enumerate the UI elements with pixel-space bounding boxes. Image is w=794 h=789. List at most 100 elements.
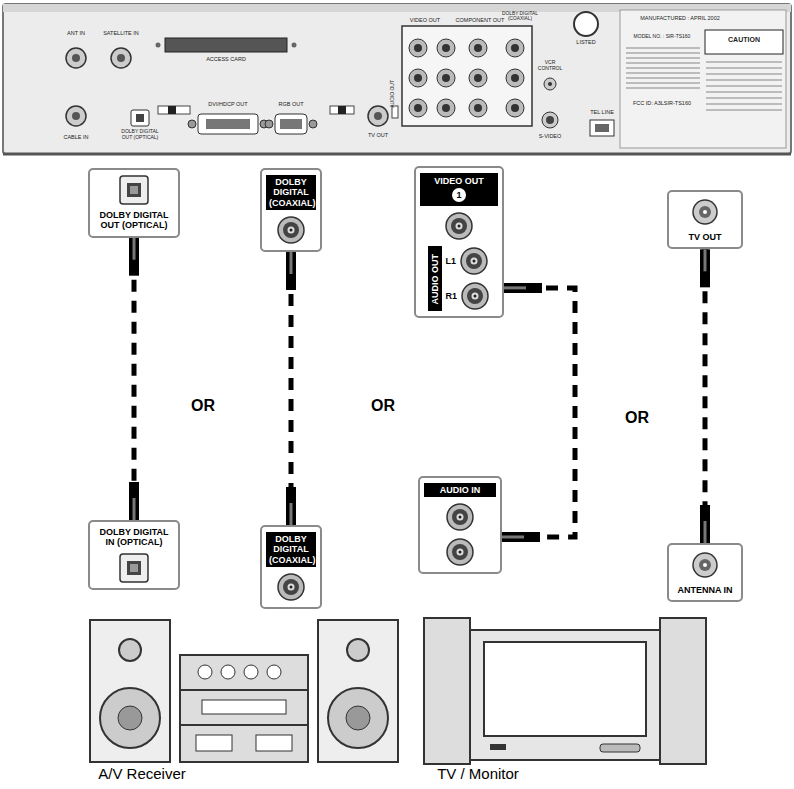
av-receiver [119, 639, 141, 661]
access-card-slot [292, 43, 297, 48]
connector-panel: AUDIO IN [418, 476, 502, 574]
s-video-jack [542, 112, 558, 128]
or-label: OR [625, 409, 649, 427]
connector-label: TV OUT [689, 232, 722, 242]
av-receiver [267, 665, 281, 679]
connector-label: L1 [445, 256, 456, 266]
panel-label: COMPONENT OUT [456, 17, 505, 23]
panel-label: DOLBY DIGITAL OUT (OPTICAL) [121, 129, 159, 140]
optical-jack [119, 175, 149, 205]
device-caption: TV / Monitor [437, 766, 519, 783]
or-label: OR [371, 397, 395, 415]
f-jack-part [693, 553, 717, 577]
panel-label: CABLE IN [63, 134, 88, 140]
rca-jack-part [457, 514, 464, 521]
f-connector [368, 106, 388, 126]
cable-plug [129, 238, 139, 276]
rca-jack-block [511, 104, 519, 112]
tv-monitor [424, 618, 706, 764]
cable-plug-highlight [133, 498, 136, 520]
resolution-switch [330, 106, 354, 114]
rating-plate [626, 67, 700, 69]
rca-jack [276, 215, 306, 245]
rca-jack-block [409, 39, 427, 57]
rating-plate [706, 67, 782, 69]
cable-plug-highlight [704, 249, 707, 271]
rca-jack-block [437, 69, 455, 87]
cable-plug-highlight [290, 503, 293, 525]
rating-plate [626, 52, 700, 54]
cable-plug-highlight [704, 521, 707, 543]
panel-label: VIDEO OUT [410, 17, 440, 23]
rca-jack-block [437, 99, 455, 117]
cable-plug [129, 482, 139, 520]
or-label: OR [191, 397, 215, 415]
audio-jacks: L1R1 [445, 246, 490, 311]
rgb-port [280, 119, 302, 129]
rca-jack-block [506, 39, 524, 57]
connector-label: DOLBY DIGITAL (COAXIAL) [266, 175, 316, 210]
connector-label: ANTENNA IN [677, 585, 732, 595]
audio-out-group: AUDIO OUTL1R1 [428, 246, 490, 311]
f-jack-part [699, 559, 711, 571]
vcr-control-jack [548, 82, 552, 86]
tv-monitor [600, 744, 640, 752]
connector-label: R1 [445, 291, 457, 301]
rca-jack-block [409, 99, 427, 117]
panel-label: DOLBY DIGITAL (COAXIAL) [502, 11, 538, 22]
rca-jack-part [278, 574, 304, 600]
rca-jack-block [511, 74, 519, 82]
panel-label: MODEL NO. : SIR-TS160 [634, 34, 691, 40]
rca-jack-part [452, 509, 468, 525]
av-receiver [244, 665, 258, 679]
ul-mark [574, 12, 598, 36]
panel-label: RGB OUT [278, 101, 303, 107]
rca-jack-part [446, 213, 472, 239]
rca-jack-part [467, 288, 483, 304]
s-video-jack [542, 112, 558, 128]
rca-jack-part [459, 516, 462, 519]
rca-jack-block [442, 44, 450, 52]
av-receiver [196, 735, 232, 751]
dvi-port [198, 114, 258, 134]
rca-jack-part [456, 223, 463, 230]
rating-plate [706, 103, 782, 105]
rca-jack [459, 246, 489, 276]
rating-plate [706, 61, 782, 63]
panel-label: ACCESS CARD [206, 56, 246, 62]
av-receiver [256, 735, 292, 751]
connector-panel: TV OUT [667, 190, 743, 249]
tv-monitor [424, 618, 470, 764]
rca-jack [276, 572, 306, 602]
cable-line [132, 238, 137, 520]
f-jack [690, 550, 720, 580]
rating-plate [626, 87, 700, 89]
cable-line [703, 249, 708, 543]
optical-jack-part [127, 183, 141, 197]
panel-label: LISTED [576, 39, 595, 45]
rating-plate [706, 85, 782, 87]
cable-line [502, 288, 575, 537]
rca-jack-block [442, 74, 450, 82]
rca-jack-part [457, 549, 464, 556]
cable-plug [286, 487, 296, 525]
panel-label: VCR CONTROL [534, 60, 566, 71]
av-receiver [180, 690, 308, 725]
access-card-slot [156, 43, 161, 48]
optical-port [131, 110, 149, 126]
dvi-port [188, 120, 196, 128]
rating-plate [706, 97, 782, 99]
tv-monitor [470, 630, 660, 760]
rca-jack-part [461, 248, 487, 274]
ul-mark [574, 12, 598, 36]
rca-jack-part [447, 539, 473, 565]
rating-plate [626, 57, 700, 59]
rating-plate [626, 47, 700, 49]
rgb-port [265, 114, 317, 134]
cable [705, 249, 706, 543]
connector-label: VIDEO OUT [434, 176, 484, 186]
av-receiver [90, 620, 398, 762]
f-connector [72, 54, 80, 62]
rca-jack-part [452, 544, 468, 560]
